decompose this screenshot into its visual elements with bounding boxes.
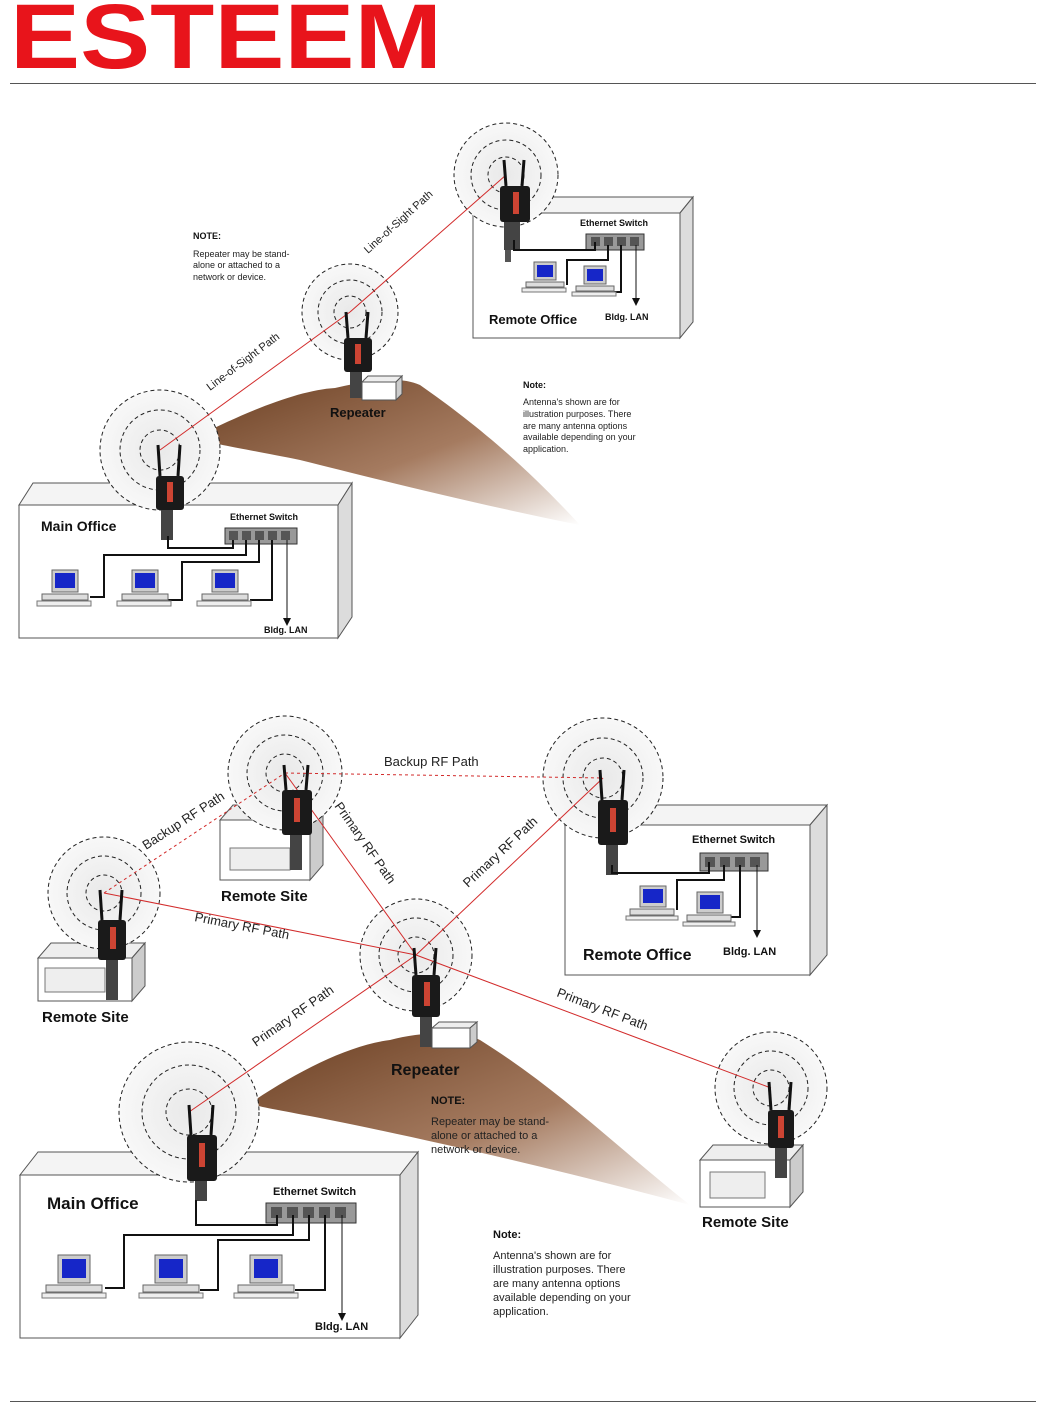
ethernet-switch-main [224,527,298,545]
repeater-enclosure [430,1020,479,1050]
bldg-lan-label: Bldg. LAN [605,312,649,322]
bldg-lan-label: Bldg. LAN [264,625,308,635]
rf-path-line [349,174,507,313]
bldg-lan-label: Bldg. LAN [315,1321,368,1333]
ethernet-switch-label: Ethernet Switch [692,834,775,846]
repeater-enclosure [360,374,404,402]
note-title: NOTE: [431,1095,465,1107]
backup-rf-path-line [284,772,604,779]
note2-line: Antenna's shown are for [493,1250,612,1262]
radio-unit-repeater [412,947,440,1047]
line-of-sight-label-lower: Line-of-Sight Path [205,331,283,394]
note2-line: available depending on your [523,432,636,442]
rf-path-line [159,311,351,451]
note2-title: Note: [523,380,546,390]
radio-unit-main [156,444,184,540]
remote-office-building [563,803,829,977]
main-office-label: Main Office [47,1194,139,1213]
hill [255,1033,690,1205]
primary-rf-path-line [188,954,417,1113]
computer-icon [521,261,567,293]
remote-office-label: Remote Office [489,312,577,327]
remote-site-enclosure-left [36,941,147,1003]
header-rule [10,83,1036,84]
computer-icon [571,265,617,297]
backup-rf-path-label-top: Backup RF Path [384,754,479,769]
note2-line: illustration purposes. There [523,409,631,419]
computer-icon [196,569,252,607]
repeater-label: Repeater [391,1062,459,1079]
computer-icon [41,1254,107,1299]
note2-line: illustration purposes. There [493,1264,625,1276]
esteem-logo-text: ESTEEM [10,0,442,72]
hill [200,379,580,525]
radio-unit-repeater [344,311,372,398]
note-line: alone or attached to a [193,260,280,270]
remote-site-label-top: Remote Site [221,888,308,905]
ethernet-switch-label: Ethernet Switch [580,218,648,228]
note-title: NOTE: [193,231,221,241]
note2-title: Note: [493,1229,521,1241]
note-line: network or device. [193,272,266,282]
computer-icon [138,1254,204,1299]
backup-rf-path-line [103,772,286,894]
note2-line: are many antenna options [523,421,628,431]
note2-line: application. [493,1306,549,1318]
primary-rf-path-line [103,892,417,956]
radio-unit-left [98,889,126,1000]
radio-unit-remote [500,159,530,262]
ethernet-switch-remote [585,233,645,251]
primary-rf-path-label-lower-left: Primary RF Path [249,982,336,1049]
ethernet-switch-main [265,1202,357,1224]
computer-icon [36,569,92,607]
note-line: Repeater may be stand- [431,1116,549,1128]
note-line: network or device. [431,1144,520,1156]
remote-office-label: Remote Office [583,947,692,964]
footer-rule [10,1401,1036,1402]
computer-icon [116,569,172,607]
computer-icon [233,1254,299,1299]
ethernet-switch-label: Ethernet Switch [230,512,298,522]
computer-icon [682,891,736,927]
bldg-lan-label: Bldg. LAN [723,946,776,958]
radio-unit-main [187,1104,217,1201]
remote-site-label-left: Remote Site [42,1009,129,1026]
repeater-label: Repeater [330,405,386,420]
radio-unit-right [767,1081,794,1178]
primary-rf-path-label-left: Primary RF Path [193,909,290,942]
note-line: alone or attached to a [431,1130,538,1142]
note2-line: Antenna's shown are for [523,397,620,407]
primary-rf-path-line [415,954,772,1089]
diagram-repeater-network: Backup RF Path Backup RF Path Primary RF… [18,715,829,1340]
primary-rf-path-label-right-upper: Primary RF Path [460,814,540,890]
computer-icon [625,885,679,921]
ethernet-switch-label: Ethernet Switch [273,1186,356,1198]
note2-line: are many antenna options [493,1278,621,1290]
note2-line: application. [523,444,569,454]
radio-unit-remote-office [598,769,628,875]
primary-rf-path-label-lower-right: Primary RF Path [555,985,650,1033]
note-line: Repeater may be stand- [193,249,290,259]
remote-site-enclosure-right-box [698,1143,805,1209]
note2-line: available depending on your [493,1292,631,1304]
primary-rf-path-label-top: Primary RF Path [332,799,399,886]
diagram-line-of-sight: Line-of-Sight Path Line-of-Sight Path NO… [18,122,695,640]
remote-site-label-right: Remote Site [702,1214,789,1231]
main-office-label: Main Office [41,518,117,534]
radio-unit-top [282,764,312,870]
main-office-building [18,481,353,640]
primary-rf-path-line [415,777,604,956]
esteem-logo: ESTEEM [10,0,442,72]
backup-rf-path-label-left: Backup RF Path [139,788,227,852]
ethernet-switch-remote [699,852,769,872]
